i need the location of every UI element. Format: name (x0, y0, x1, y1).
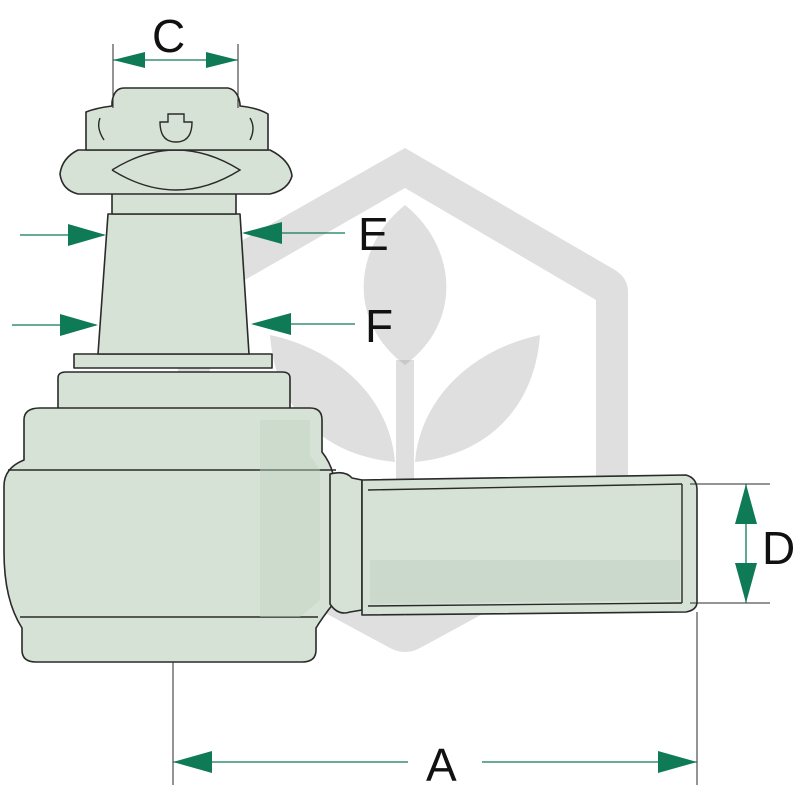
dimension-f: F (12, 300, 393, 352)
castle-nut (59, 87, 293, 195)
dimension-e-arrow-left (68, 224, 106, 246)
dimension-d-label: D (762, 522, 795, 574)
dimension-e-arrow-right (242, 222, 282, 244)
shank-collar (111, 191, 237, 215)
stud-neck (329, 471, 363, 614)
dimension-c-arrow-left (113, 52, 145, 68)
nut-hex (59, 149, 293, 195)
housing-top-collar (57, 371, 291, 413)
dimension-a-label-bg (408, 735, 482, 787)
threaded-stud (329, 471, 698, 616)
dimension-a-arrow-right (658, 751, 697, 773)
stud-shadow (370, 560, 680, 604)
housing-body (3, 407, 334, 663)
ball-stud-shank (73, 191, 273, 369)
watermark-leaf-right (415, 335, 540, 462)
shank-ring (73, 353, 273, 369)
stud-thread-bottom (367, 602, 683, 607)
stud-thread-top (367, 483, 683, 491)
dimension-d-arrow-bottom (735, 563, 757, 603)
dimension-c-label: C (152, 10, 185, 62)
dimension-f-label: F (365, 300, 393, 352)
dimension-c: C (112, 10, 239, 108)
dimension-c-arrow-right (206, 52, 238, 68)
dimension-a-arrow-left (173, 751, 212, 773)
nut-slot-right (249, 117, 254, 141)
dimension-d-arrow-top (735, 484, 757, 524)
dimension-f-arrow-left (60, 314, 98, 336)
nut-slot-left (97, 117, 105, 141)
dimension-d: D (690, 483, 795, 604)
dimension-a-label: A (426, 739, 457, 791)
housing-shadow (260, 420, 320, 617)
nut-crown (85, 87, 269, 151)
dimension-e: E (20, 208, 389, 260)
dimension-e-label: E (358, 208, 389, 260)
housing (3, 371, 336, 663)
nut-slot (159, 113, 193, 143)
watermark-leaf-top (363, 205, 447, 365)
shank-taper (97, 213, 250, 355)
watermark-leaf-left (270, 335, 395, 462)
dimension-f-arrow-right (251, 313, 291, 335)
nut-hex-face (111, 149, 242, 191)
dimension-a: A (172, 612, 698, 791)
